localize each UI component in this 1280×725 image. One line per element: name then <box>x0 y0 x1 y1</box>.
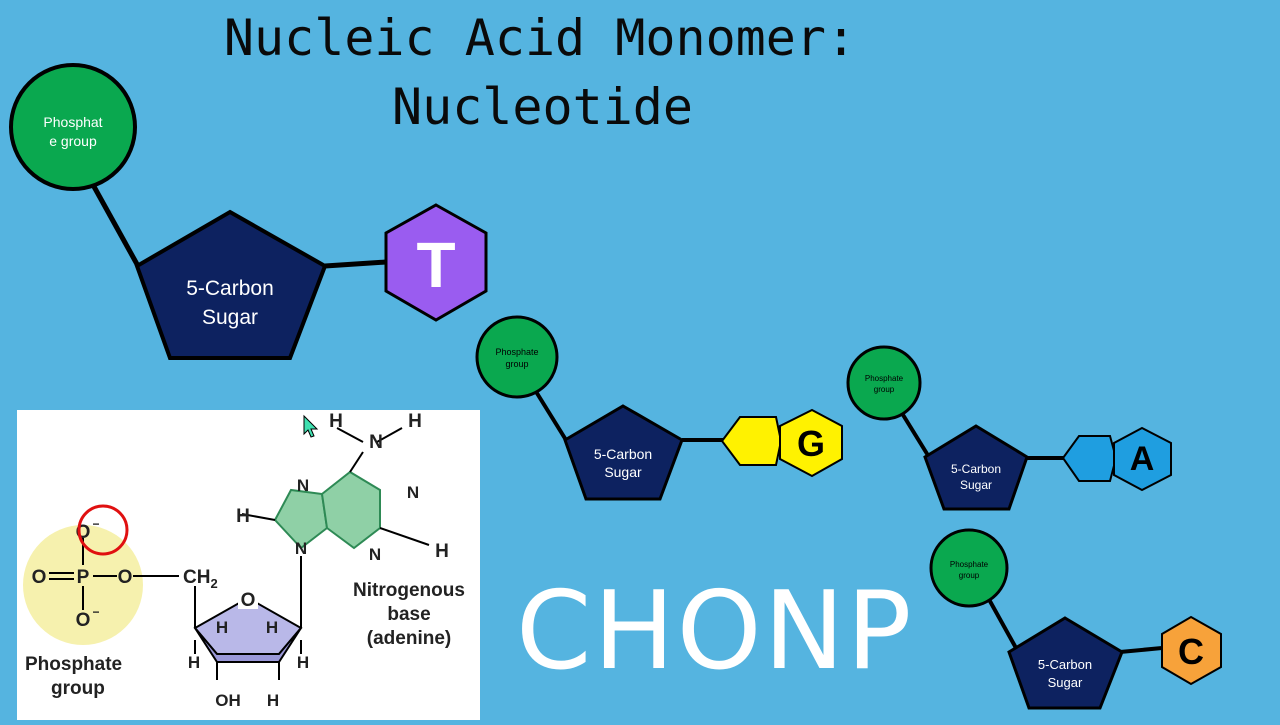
oxygen-atom: O <box>32 567 47 588</box>
phosphate-group-label: Phosphate <box>25 654 122 675</box>
bond-line <box>324 259 387 269</box>
phosphate-label: Phosphate <box>950 560 989 569</box>
sugar-label: Sugar <box>960 478 992 492</box>
phosphate-label: group <box>874 385 895 394</box>
hydrogen-atom: H <box>236 506 250 527</box>
slide-title-line2: Nucleotide <box>391 78 694 136</box>
nitrogen-atom: N <box>369 432 383 453</box>
nucleotide-t: Phosphat e group 5-Carbon Sugar T <box>9 63 488 360</box>
base-label: base <box>387 604 430 625</box>
phosphate-label: Phosphat <box>43 114 102 130</box>
oxygen-atom: O <box>76 610 91 631</box>
sugar-label: Sugar <box>1048 675 1083 690</box>
bond-line <box>984 593 1018 649</box>
nitrogen-atom: N <box>407 483 419 502</box>
phosphate-circle <box>9 63 137 191</box>
sugar-label: 5-Carbon <box>186 277 274 300</box>
nucleotide-c: Phosphate group 5-Carbon Sugar C <box>929 528 1222 710</box>
ch2-text: CH <box>183 567 210 588</box>
base-label: (adenine) <box>367 628 451 649</box>
hydrogen-atom: H <box>329 411 343 432</box>
adenine-six-ring <box>320 470 381 550</box>
hydrogen-atom: H <box>408 411 422 432</box>
base-letter: A <box>1130 440 1155 478</box>
hydrogen-atom: H <box>266 618 278 637</box>
charge-label: − <box>92 517 99 531</box>
hydroxyl-group: OH <box>215 691 241 710</box>
structure-svg: O − O P O O − CH2 Phosphate group O H H … <box>23 411 465 710</box>
phosphate-circle <box>929 528 1009 608</box>
bond-line <box>349 451 364 473</box>
bond-line <box>376 427 403 443</box>
ch2-subscript: 2 <box>210 576 217 591</box>
phosphate-label: Phosphate <box>495 347 538 357</box>
bond-line <box>898 408 931 459</box>
bond-line <box>89 181 141 268</box>
oxygen-atom: O <box>241 590 256 611</box>
mouse-cursor-icon <box>303 414 319 438</box>
phosphate-group-label: group <box>51 678 105 699</box>
base-pentagon <box>720 416 783 466</box>
base-hexagon <box>779 408 843 478</box>
sugar-pentagon <box>563 404 684 501</box>
base-letter: G <box>797 423 825 464</box>
hydrogen-atom: H <box>216 618 228 637</box>
base-letter: T <box>416 229 455 301</box>
phosphate-halo <box>23 525 143 645</box>
base-hexagon <box>384 203 488 322</box>
highlight-circle <box>77 504 129 556</box>
hydrogen-atom: H <box>267 691 279 710</box>
nucleotide-structure-figure: O − O P O O − CH2 Phosphate group O H H … <box>17 410 480 720</box>
hydrogen-atom: H <box>435 541 449 562</box>
nucleotide-g: Phosphate group 5-Carbon Sugar G <box>475 315 843 501</box>
bond-line <box>241 513 276 521</box>
base-hexagon <box>1113 426 1172 492</box>
nitrogen-atom: N <box>295 539 307 558</box>
sugar-label: 5-Carbon <box>594 446 652 462</box>
sugar-pentagon <box>923 424 1029 511</box>
base-label: Nitrogenous <box>353 580 465 601</box>
phosphate-label: group <box>505 359 528 369</box>
slide-title-line1: Nucleic Acid Monomer: <box>223 9 857 67</box>
sugar-label: 5-Carbon <box>951 462 1001 476</box>
phosphate-label: e group <box>49 133 97 149</box>
oxygen-atom: O <box>118 567 133 588</box>
base-hexagon <box>1161 615 1222 686</box>
chonp-elements-label: CHONP <box>516 569 914 694</box>
sugar-label: Sugar <box>202 306 258 329</box>
bond-line <box>533 388 568 442</box>
bond-line <box>336 427 364 443</box>
bond-line <box>1119 646 1163 654</box>
phosphate-label: group <box>959 571 980 580</box>
phosphate-circle <box>475 315 559 399</box>
sugar-label: Sugar <box>604 464 642 480</box>
hydrogen-atom: H <box>188 653 200 672</box>
sugar-label: 5-Carbon <box>1038 657 1092 672</box>
bond-line <box>379 527 430 546</box>
base-pentagon <box>1061 435 1118 482</box>
sugar-pentagon <box>1007 616 1124 710</box>
ch2-label: CH2 <box>183 567 218 591</box>
adenine-five-ring <box>273 488 329 550</box>
phosphate-label: Phosphate <box>865 374 904 383</box>
sugar-pentagon <box>134 209 328 360</box>
ring-oxygen-backdrop <box>238 587 258 609</box>
hydrogen-atom: H <box>297 653 309 672</box>
nitrogen-atom: N <box>297 476 309 495</box>
charge-label: − <box>92 605 99 619</box>
base-letter: C <box>1178 631 1204 672</box>
nitrogen-atom: N <box>369 545 381 564</box>
phosphate-circle <box>846 345 922 421</box>
phosphorus-atom: P <box>77 567 90 588</box>
nucleotide-a: Phosphate group 5-Carbon Sugar A <box>846 345 1172 511</box>
